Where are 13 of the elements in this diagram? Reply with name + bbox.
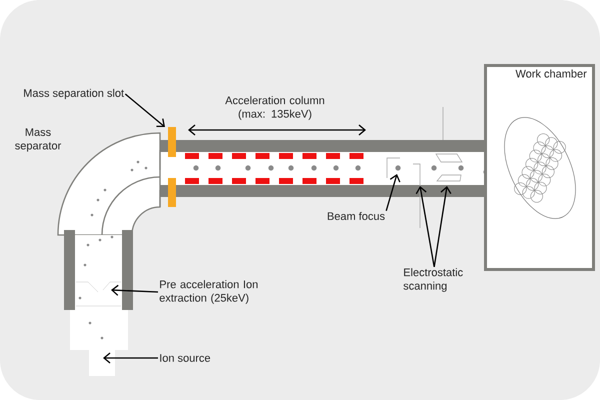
part-label: Acceleration column (max: 135keV) <box>225 96 324 120</box>
callout-label: Ion source <box>160 354 210 362</box>
leader-line <box>111 284 158 296</box>
callout-label: Pre acceleration Ion extraction (25keV) <box>160 280 258 304</box>
leader-line <box>434 186 452 268</box>
part-label: Mass separator <box>15 128 62 152</box>
callout-label: Mass separation slot <box>24 88 124 100</box>
callout-label: Beam focus <box>328 212 385 220</box>
callout-label: Electrostatic scanning <box>404 268 463 292</box>
leader-line <box>124 94 165 128</box>
leader-line <box>416 186 435 268</box>
leader-line <box>103 352 158 364</box>
chamber-box: Work chamber <box>484 64 595 271</box>
